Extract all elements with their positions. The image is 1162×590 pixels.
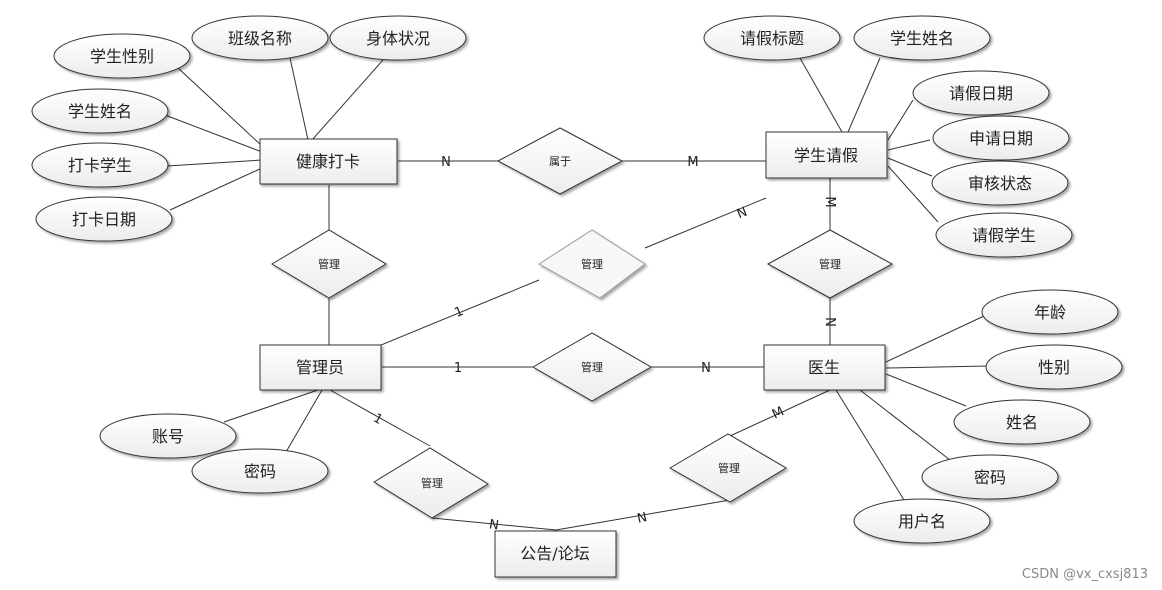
entity-admin: 管理员 [259, 344, 382, 391]
attribute-username: 用户名 [853, 498, 991, 544]
entity-health-checkin: 健康打卡 [259, 138, 398, 185]
svg-text:管理员: 管理员 [296, 358, 344, 377]
attribute-doctor-password: 密码 [921, 454, 1059, 500]
card-admin-doc-1: 1 [454, 361, 462, 376]
relationships: 属于 管理 管理 管理 管理 管理 管理 [271, 127, 894, 519]
connector-lines [164, 57, 989, 531]
attribute-apply-date: 申请日期 [932, 115, 1070, 161]
relationship-manage-leave-doctor: 管理 [766, 229, 894, 299]
svg-text:密码: 密码 [974, 468, 1006, 487]
svg-text:属于: 属于 [549, 155, 571, 168]
svg-text:账号: 账号 [152, 427, 184, 446]
svg-text:打卡学生: 打卡学生 [68, 156, 132, 175]
doctor-attributes: 年龄 性别 姓名 密码 用户名 [853, 289, 1123, 544]
entity-doctor: 医生 [763, 344, 886, 391]
attribute-gender: 性别 [985, 344, 1123, 390]
relationship-belongs: 属于 [496, 127, 624, 195]
svg-text:管理: 管理 [581, 360, 603, 374]
svg-text:班级名称: 班级名称 [228, 29, 292, 48]
attribute-leave-student: 请假学生 [935, 212, 1073, 258]
svg-text:健康打卡: 健康打卡 [296, 152, 360, 171]
entity-student-leave: 学生请假 [765, 131, 888, 179]
relationship-manage-leave-admin: 管理 [538, 229, 646, 299]
svg-text:管理: 管理 [819, 257, 841, 271]
attribute-student-name: 学生姓名 [31, 88, 169, 134]
svg-text:请假标题: 请假标题 [740, 29, 804, 48]
card-doc-notice-m: M [770, 404, 787, 422]
attribute-name: 姓名 [953, 399, 1091, 445]
attribute-leave-title: 请假标题 [703, 15, 841, 61]
card-belongs-leave: M [687, 155, 698, 170]
svg-text:管理: 管理 [318, 257, 340, 271]
attribute-leave-student-name: 学生姓名 [853, 15, 991, 61]
svg-text:申请日期: 申请日期 [969, 129, 1033, 148]
watermark-text: CSDN @vx_cxsj813 [1022, 567, 1148, 582]
card-admin-mgr-1: 1 [453, 304, 466, 321]
svg-text:管理: 管理 [421, 476, 443, 490]
svg-text:身体状况: 身体状况 [366, 29, 430, 48]
card-admin-doc-n: N [701, 361, 711, 376]
svg-text:请假学生: 请假学生 [972, 226, 1036, 245]
admin-attributes: 账号 密码 [99, 413, 329, 494]
attribute-account: 账号 [99, 413, 237, 459]
svg-text:学生姓名: 学生姓名 [890, 29, 954, 48]
svg-text:请假日期: 请假日期 [949, 84, 1013, 103]
svg-text:管理: 管理 [581, 257, 603, 271]
card-leave-mgr-n: N [735, 205, 750, 223]
health-attributes: 学生性别 班级名称 身体状况 学生姓名 打卡学生 打卡日期 [31, 15, 467, 242]
svg-text:性别: 性别 [1038, 358, 1070, 377]
relationship-manage-notice-admin: 管理 [373, 447, 489, 519]
attribute-body-condition: 身体状况 [329, 15, 467, 61]
relationship-manage-notice-doctor: 管理 [668, 433, 787, 503]
attribute-class-name: 班级名称 [191, 15, 329, 61]
svg-text:姓名: 姓名 [1006, 413, 1038, 432]
svg-text:学生姓名: 学生姓名 [68, 102, 132, 121]
relationship-manage-health: 管理 [271, 229, 387, 299]
attribute-student-gender: 学生性别 [53, 33, 191, 79]
svg-text:密码: 密码 [244, 462, 276, 481]
card-notice-admin-n: N [488, 517, 500, 533]
attribute-checkin-student: 打卡学生 [31, 142, 169, 188]
attribute-review-status: 审核状态 [931, 160, 1069, 206]
svg-text:学生请假: 学生请假 [794, 146, 858, 165]
svg-text:审核状态: 审核状态 [968, 174, 1032, 193]
card-leave-doc-m: M [822, 196, 837, 207]
relationship-manage-doctor: 管理 [531, 332, 653, 402]
entities: 健康打卡 学生请假 管理员 医生 公告/论坛 [259, 131, 888, 578]
svg-text:打卡日期: 打卡日期 [72, 210, 136, 229]
attribute-leave-date: 请假日期 [912, 70, 1050, 116]
leave-attributes: 请假标题 学生姓名 请假日期 申请日期 审核状态 请假学生 [703, 15, 1073, 258]
card-notice-doc-n: N [636, 510, 649, 527]
svg-text:用户名: 用户名 [898, 512, 946, 531]
attribute-checkin-date: 打卡日期 [35, 196, 173, 242]
card-doc-leave-n: N [822, 317, 837, 327]
attribute-admin-password: 密码 [191, 448, 329, 494]
svg-text:公告/论坛: 公告/论坛 [520, 544, 589, 563]
card-health-belongs: N [441, 155, 451, 170]
entity-notice-forum: 公告/论坛 [494, 530, 617, 578]
svg-text:年龄: 年龄 [1034, 303, 1066, 322]
svg-text:学生性别: 学生性别 [90, 47, 154, 66]
attribute-age: 年龄 [981, 289, 1119, 335]
svg-text:医生: 医生 [808, 358, 840, 377]
svg-text:管理: 管理 [718, 461, 740, 475]
